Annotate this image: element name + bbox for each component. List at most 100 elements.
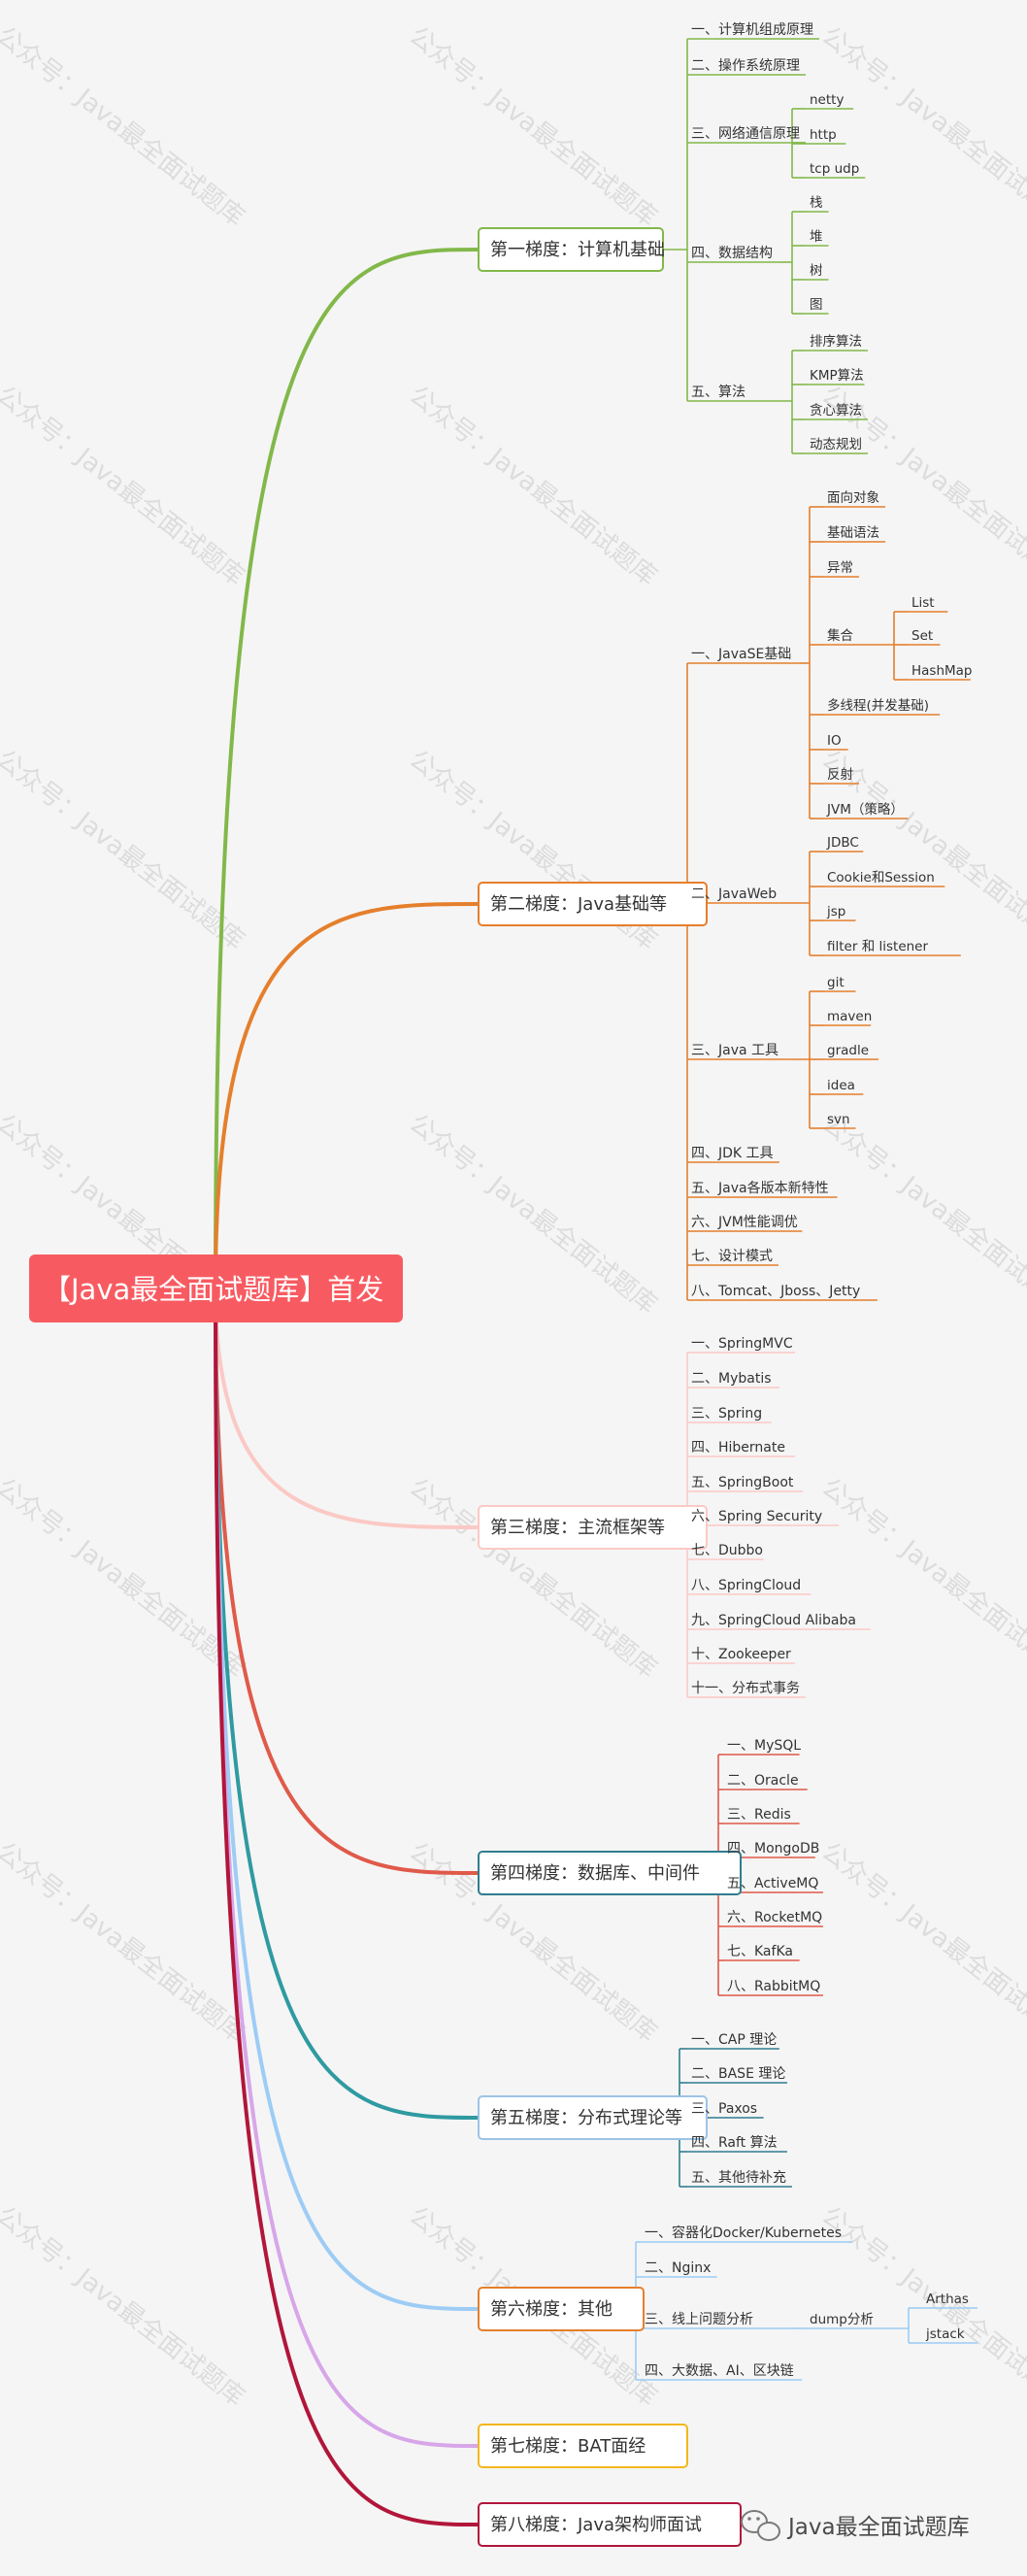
node-jvm[interactable]: 六、JVM性能调优 — [691, 1215, 798, 1230]
node-node[interactable]: 栈 — [810, 195, 823, 211]
node-set-label: Set — [911, 628, 933, 644]
node-node[interactable]: 树 — [810, 263, 823, 279]
node-raft[interactable]: 四、Raft 算法 — [691, 2135, 778, 2151]
node-arthas[interactable]: Arthas — [926, 2292, 969, 2307]
node-node[interactable]: 面向对象 — [827, 490, 879, 506]
node-springcloud[interactable]: 八、SpringCloud — [691, 1578, 801, 1593]
node-node[interactable]: 七、设计模式 — [691, 1249, 773, 1264]
node-nginx[interactable]: 二、Nginx — [645, 2260, 711, 2276]
node-node[interactable]: 动态规划 — [810, 437, 862, 452]
node-node-label: 贪心算法 — [810, 403, 862, 418]
node-hashmap[interactable]: HashMap — [911, 663, 973, 679]
node-maven[interactable]: maven — [827, 1009, 872, 1024]
node-dubbo[interactable]: 七、Dubbo — [691, 1543, 763, 1558]
tier-node-7[interactable]: 第七梯度：BAT面经 — [478, 2424, 688, 2468]
node-zookeeper[interactable]: 十、Zookeeper — [691, 1647, 791, 1662]
node-io[interactable]: IO — [827, 733, 842, 749]
root-node[interactable]: 【Java最全面试题库】首发 — [29, 1255, 403, 1322]
node-javase[interactable]: 一、JavaSE基础 — [691, 646, 791, 662]
node-mysql[interactable]: 一、MySQL — [727, 1738, 801, 1754]
node-node[interactable]: 五、其他待补充 — [691, 2170, 786, 2186]
node-svn[interactable]: svn — [827, 1112, 850, 1127]
node-node-label: 三、线上问题分析 — [645, 2312, 753, 2327]
node-java[interactable]: 五、Java各版本新特性 — [691, 1181, 829, 1196]
node-tcp-udp[interactable]: tcp udp — [810, 161, 859, 177]
tier-node-5[interactable]: 第五梯度：分布式理论等 — [478, 2095, 708, 2140]
tier-node-1[interactable]: 第一梯度：计算机基础 — [478, 227, 665, 272]
node-node[interactable]: 三、网络通信原理 — [691, 126, 800, 142]
node-jvm[interactable]: JVM（策略） — [826, 801, 904, 818]
node-springmvc[interactable]: 一、SpringMVC — [691, 1336, 793, 1352]
node-base[interactable]: 二、BASE 理论 — [691, 2066, 785, 2082]
node-mongodb[interactable]: 四、MongoDB — [727, 1841, 819, 1857]
node-netty[interactable]: netty — [810, 92, 844, 108]
node-hibernate[interactable]: 四、Hibernate — [691, 1440, 785, 1455]
node-springcloud-label: 八、SpringCloud — [691, 1578, 801, 1593]
node-node[interactable]: 基础语法 — [827, 524, 879, 541]
tier-label: 第五梯度：分布式理论等 — [490, 2108, 682, 2128]
node-activemq[interactable]: 五、ActiveMQ — [727, 1876, 818, 1891]
node-node[interactable]: 排序算法 — [810, 334, 862, 350]
node-node[interactable]: 五、算法 — [691, 385, 745, 400]
node-spring[interactable]: 三、Spring — [691, 1406, 762, 1422]
node-node[interactable]: 集合 — [827, 628, 854, 644]
node-jsp[interactable]: jsp — [826, 904, 845, 920]
node-ai[interactable]: 四、大数据、AI、区块链 — [645, 2363, 794, 2379]
node-node[interactable]: 多线程(并发基础) — [827, 697, 929, 714]
node-node[interactable]: 贪心算法 — [810, 403, 862, 418]
node-spring-security[interactable]: 六、Spring Security — [691, 1509, 822, 1524]
node-node-label: 五、算法 — [691, 385, 745, 400]
node-jstack[interactable]: jstack — [925, 2326, 965, 2342]
node-rocketmq-label: 六、RocketMQ — [727, 1910, 822, 1925]
node-tomcat-jboss-jetty-label: 八、Tomcat、Jboss、Jetty — [691, 1284, 860, 1299]
node-jdbc[interactable]: JDBC — [826, 835, 859, 851]
node-java[interactable]: 三、Java 工具 — [691, 1043, 779, 1058]
tier-node-2[interactable]: 第二梯度：Java基础等 — [478, 882, 708, 926]
node-oracle[interactable]: 二、Oracle — [727, 1773, 799, 1789]
node-kmp[interactable]: KMP算法 — [810, 368, 864, 384]
node-node[interactable]: 四、数据结构 — [691, 246, 773, 261]
node-node[interactable]: 图 — [810, 297, 823, 313]
tier-node-8[interactable]: 第八梯度：Java架构师面试 — [478, 2502, 742, 2547]
node-cookie-session[interactable]: Cookie和Session — [827, 870, 935, 886]
tier-node-3[interactable]: 第三梯度：主流框架等 — [478, 1505, 708, 1550]
node-hashmap-label: HashMap — [911, 663, 973, 679]
node-node[interactable]: 异常 — [827, 560, 853, 576]
node-jdk[interactable]: 四、JDK 工具 — [691, 1146, 774, 1161]
node-javaweb[interactable]: 二、JavaWeb — [691, 887, 777, 902]
node-redis[interactable]: 三、Redis — [727, 1807, 791, 1823]
node-rabbitmq[interactable]: 八、RabbitMQ — [727, 1979, 820, 1994]
node-cap[interactable]: 一、CAP 理论 — [691, 2032, 777, 2048]
node-tomcat-jboss-jetty[interactable]: 八、Tomcat、Jboss、Jetty — [691, 1284, 860, 1299]
node-kafka[interactable]: 七、KafKa — [727, 1944, 793, 1959]
node-mybatis[interactable]: 二、Mybatis — [691, 1371, 772, 1387]
node-idea[interactable]: idea — [827, 1078, 855, 1093]
tier-node-6[interactable]: 第六梯度：其他 — [478, 2287, 645, 2331]
node-docker-kubernetes-label: 一、容器化Docker/Kubernetes — [645, 2225, 842, 2241]
node-node-label: 一、计算机组成原理 — [691, 22, 813, 38]
node-maven-label: maven — [827, 1009, 872, 1024]
node-git[interactable]: git — [827, 975, 845, 990]
node-node[interactable]: 堆 — [810, 229, 823, 245]
node-node[interactable]: 反射 — [827, 767, 853, 783]
node-dump[interactable]: dump分析 — [810, 2312, 874, 2327]
node-node[interactable]: 三、线上问题分析 — [645, 2312, 753, 2327]
node-paxos[interactable]: 三、Paxos — [691, 2101, 757, 2117]
node-springcloud-alibaba[interactable]: 九、SpringCloud Alibaba — [691, 1613, 856, 1628]
node-gradle[interactable]: gradle — [827, 1043, 869, 1058]
node-arthas-label: Arthas — [926, 2292, 969, 2307]
tier-node-4[interactable]: 第四梯度：数据库、中间件 — [478, 1851, 742, 1895]
node-list[interactable]: List — [911, 595, 935, 611]
node-docker-kubernetes[interactable]: 一、容器化Docker/Kubernetes — [645, 2225, 842, 2241]
node-node[interactable]: 十一、分布式事务 — [691, 1681, 800, 1696]
node-filter-listener[interactable]: filter 和 listener — [827, 939, 928, 954]
node-base-label: 二、BASE 理论 — [691, 2066, 785, 2082]
node-springboot[interactable]: 五、SpringBoot — [691, 1475, 794, 1490]
node-node[interactable]: 一、计算机组成原理 — [691, 22, 813, 38]
node-http[interactable]: http — [810, 127, 837, 143]
node-rocketmq[interactable]: 六、RocketMQ — [727, 1910, 822, 1925]
tier-box — [478, 1851, 742, 1895]
node-node-label: 基础语法 — [827, 524, 879, 541]
node-set[interactable]: Set — [911, 628, 933, 644]
node-node[interactable]: 二、操作系统原理 — [691, 58, 800, 74]
